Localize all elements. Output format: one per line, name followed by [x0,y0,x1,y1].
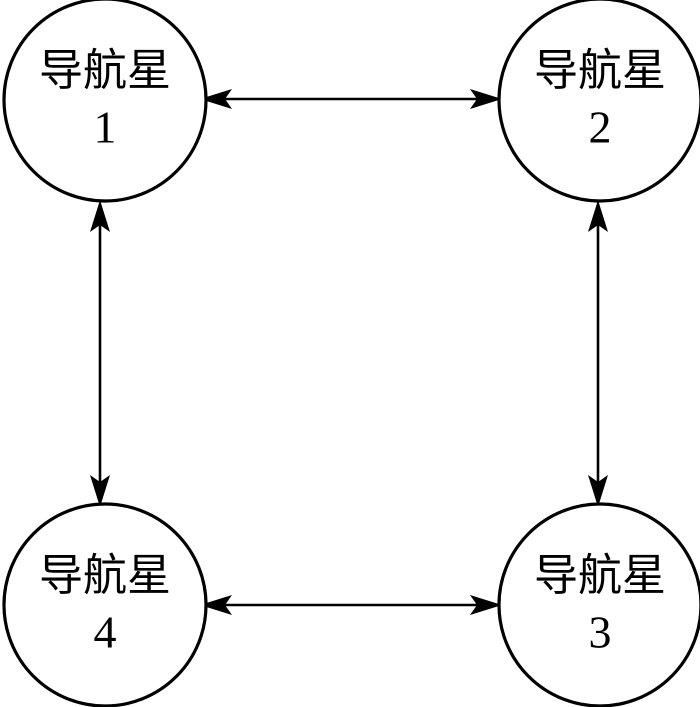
node-label-index-4: 4 [94,607,117,658]
arrow-head-top-node2-node3 [588,200,608,232]
arrow-head-bottom-node1-node4 [90,475,110,507]
node-circle-2 [497,0,700,203]
arrow-head-left-node1-node2 [200,89,232,109]
node-navigation-satellite-3[interactable]: 导航星 3 [497,502,700,707]
node-circle-1 [2,0,208,203]
node-navigation-satellite-4[interactable]: 导航星 4 [2,502,208,707]
edge-node1-node2[interactable] [200,89,502,109]
node-label-name-4: 导航星 [39,551,171,600]
node-circle-4 [2,502,208,707]
edge-node1-node4[interactable] [90,200,110,507]
arrow-head-bottom-node2-node3 [588,475,608,507]
node-label-name-1: 导航星 [39,46,171,95]
edge-node2-node3[interactable] [588,200,608,507]
node-label-index-2: 2 [589,102,612,153]
node-label-index-3: 3 [589,607,612,658]
node-label-name-3: 导航星 [534,551,666,600]
edge-node4-node3[interactable] [200,595,502,615]
arrow-head-top-node1-node4 [90,200,110,232]
arrow-head-right-node1-node2 [470,89,502,109]
node-label-name-2: 导航星 [534,46,666,95]
node-circle-3 [497,502,700,707]
arrow-head-right-node4-node3 [470,595,502,615]
node-label-index-1: 1 [94,102,117,153]
node-navigation-satellite-2[interactable]: 导航星 2 [497,0,700,203]
arrow-head-left-node4-node3 [200,595,232,615]
node-navigation-satellite-1[interactable]: 导航星 1 [2,0,208,203]
